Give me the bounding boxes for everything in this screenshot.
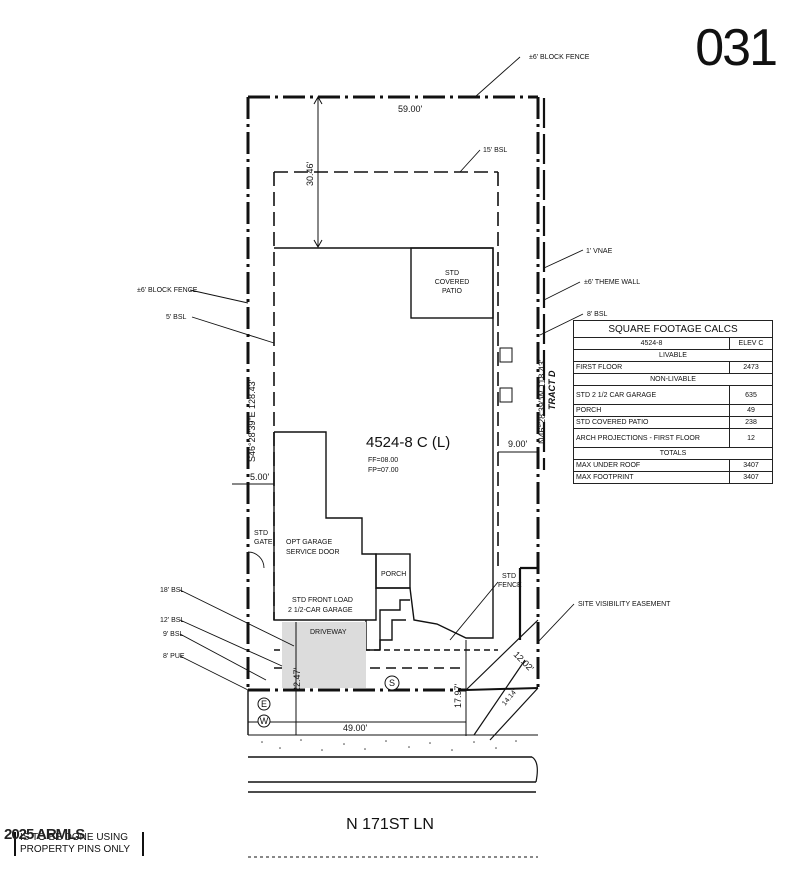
bsl-12-label: 12' BSL	[160, 617, 184, 624]
sewer-label: S	[389, 678, 395, 688]
row-label: MAX UNDER ROOF	[573, 459, 730, 472]
table-row: ARCH PROJECTIONS - FIRST FLOOR 12	[573, 428, 773, 448]
driveway-depth-dimension: 22.47'	[292, 667, 302, 692]
square-footage-table: SQUARE FOOTAGE CALCS 4524-8 ELEV C LIVAB…	[573, 320, 773, 484]
pue-8-label: 8' PUE	[163, 653, 185, 660]
leader-lines	[179, 56, 584, 691]
elev-column-header: ELEV C	[729, 337, 773, 350]
table-row: STD COVERED PATIO 238	[573, 416, 773, 429]
rear-setback-dimension: 30.46'	[305, 161, 315, 186]
left-side-dimension: 5.00'	[250, 472, 270, 482]
vnae-label: 1' VNAE	[586, 248, 613, 255]
row-value: 3407	[729, 471, 773, 484]
non-livable-header: NON-LIVABLE	[573, 373, 773, 386]
patio-label-2: COVERED	[435, 279, 470, 286]
front-dimension: 49.00'	[343, 723, 368, 733]
table-row: MAX UNDER ROOF 3407	[573, 459, 773, 472]
calcs-title: SQUARE FOOTAGE CALCS	[573, 320, 773, 338]
ff-label: FF=08.00	[368, 457, 398, 464]
garage-door-label-2: SERVICE DOOR	[286, 549, 340, 556]
gate-label-1: STD	[254, 530, 268, 537]
row-value: 635	[729, 385, 773, 405]
block-fence-top-label: ±6' BLOCK FENCE	[529, 54, 590, 61]
row-value: 2473	[729, 361, 773, 374]
sidewalk-stipple	[261, 739, 517, 751]
row-label: PORCH	[573, 404, 730, 417]
copyright-watermark: 2025 ARMLS	[4, 826, 85, 843]
row-label: ARCH PROJECTIONS - FIRST FLOOR	[573, 428, 730, 448]
theme-wall-label: ±6' THEME WALL	[584, 279, 640, 286]
row-label: FIRST FLOOR	[573, 361, 730, 374]
meter-symbols	[257, 675, 400, 728]
fp-label: FP=07.00	[368, 467, 399, 474]
plan-column-header: 4524-8	[573, 337, 730, 350]
street-name: N 171ST LN	[0, 816, 800, 834]
left-line-bearing: S46°28'39"E 128.43'	[247, 379, 257, 462]
pins-note: IS TO BE DONE USING PROPERTY PINS ONLY	[14, 832, 144, 856]
note-line-2: PROPERTY PINS ONLY	[20, 844, 131, 855]
row-value: 49	[729, 404, 773, 417]
garage-label-1: STD FRONT LOAD	[292, 597, 353, 604]
table-row: MAX FOOTPRINT 3407	[573, 471, 773, 484]
bsl-5-label: 5' BSL	[166, 314, 187, 321]
porch-depth-dimension: 17.97'	[453, 683, 463, 708]
model-label: 4524-8 C (L)	[366, 434, 450, 451]
street-name-text: N 171ST LN	[346, 816, 434, 833]
row-value: 238	[729, 416, 773, 429]
block-fence-left-label: ±6' BLOCK FENCE	[137, 287, 198, 294]
table-row: STD 2 1/2 CAR GARAGE 635	[573, 385, 773, 405]
lot-boundary	[246, 95, 540, 692]
water-meter-label: W	[260, 716, 269, 726]
row-value: 3407	[729, 459, 773, 472]
bsl-15-label: 15' BSL	[483, 147, 507, 154]
driveway-label: DRIVEWAY	[310, 629, 347, 636]
porch-outline	[375, 553, 411, 589]
covered-patio	[410, 247, 494, 319]
garage-label-2: 2 1/2-CAR GARAGE	[288, 607, 353, 614]
std-fence-label-2: FENCE	[498, 582, 522, 589]
gate-label-2: GATE	[254, 539, 273, 546]
row-label: STD COVERED PATIO	[573, 416, 730, 429]
right-line-bearing: N46°28'39"W 118.43'	[537, 359, 547, 444]
electric-meter-label: E	[261, 699, 267, 709]
electric-meter-icon	[257, 697, 271, 711]
gate-swing	[247, 551, 265, 569]
water-meter-icon	[257, 714, 271, 728]
bsl-18-label: 18' BSL	[160, 587, 184, 594]
building-setback-line	[273, 171, 499, 669]
right-fence	[518, 98, 546, 640]
note-line-1: IS TO BE DONE USING	[20, 832, 128, 843]
livable-header: LIVABLE	[573, 349, 773, 362]
std-fence-label-1: STD	[502, 573, 516, 580]
totals-header: TOTALS	[573, 447, 773, 460]
patio-label-1: STD	[445, 270, 459, 277]
patio-label-3: PATIO	[442, 288, 463, 295]
row-label: STD 2 1/2 CAR GARAGE	[573, 385, 730, 405]
right-side-dimension: 9.00'	[508, 439, 528, 449]
dimension-lines	[232, 95, 538, 736]
table-row: PORCH 49	[573, 404, 773, 417]
garage-door-label-1: OPT GARAGE	[286, 539, 332, 546]
table-row: FIRST FLOOR 2473	[573, 361, 773, 374]
utility-boxes	[499, 347, 513, 403]
porch-label: PORCH	[381, 571, 406, 578]
site-visibility-label: SITE VISIBILITY EASEMENT	[578, 601, 671, 608]
sidewalk-and-curb	[247, 690, 538, 858]
rear-dimension: 59.00'	[398, 104, 423, 114]
chord-a-dimension: 12.02'	[512, 649, 536, 673]
row-value: 12	[729, 428, 773, 448]
bsl-8-label: 8' BSL	[587, 311, 608, 318]
tract-label: TRACT D	[547, 370, 557, 410]
site-visibility-easement	[465, 619, 539, 741]
row-label: MAX FOOTPRINT	[573, 471, 730, 484]
bsl-9-label: 9' BSL	[163, 631, 184, 638]
sewer-icon	[384, 675, 400, 691]
lot-number: 031	[695, 19, 778, 77]
